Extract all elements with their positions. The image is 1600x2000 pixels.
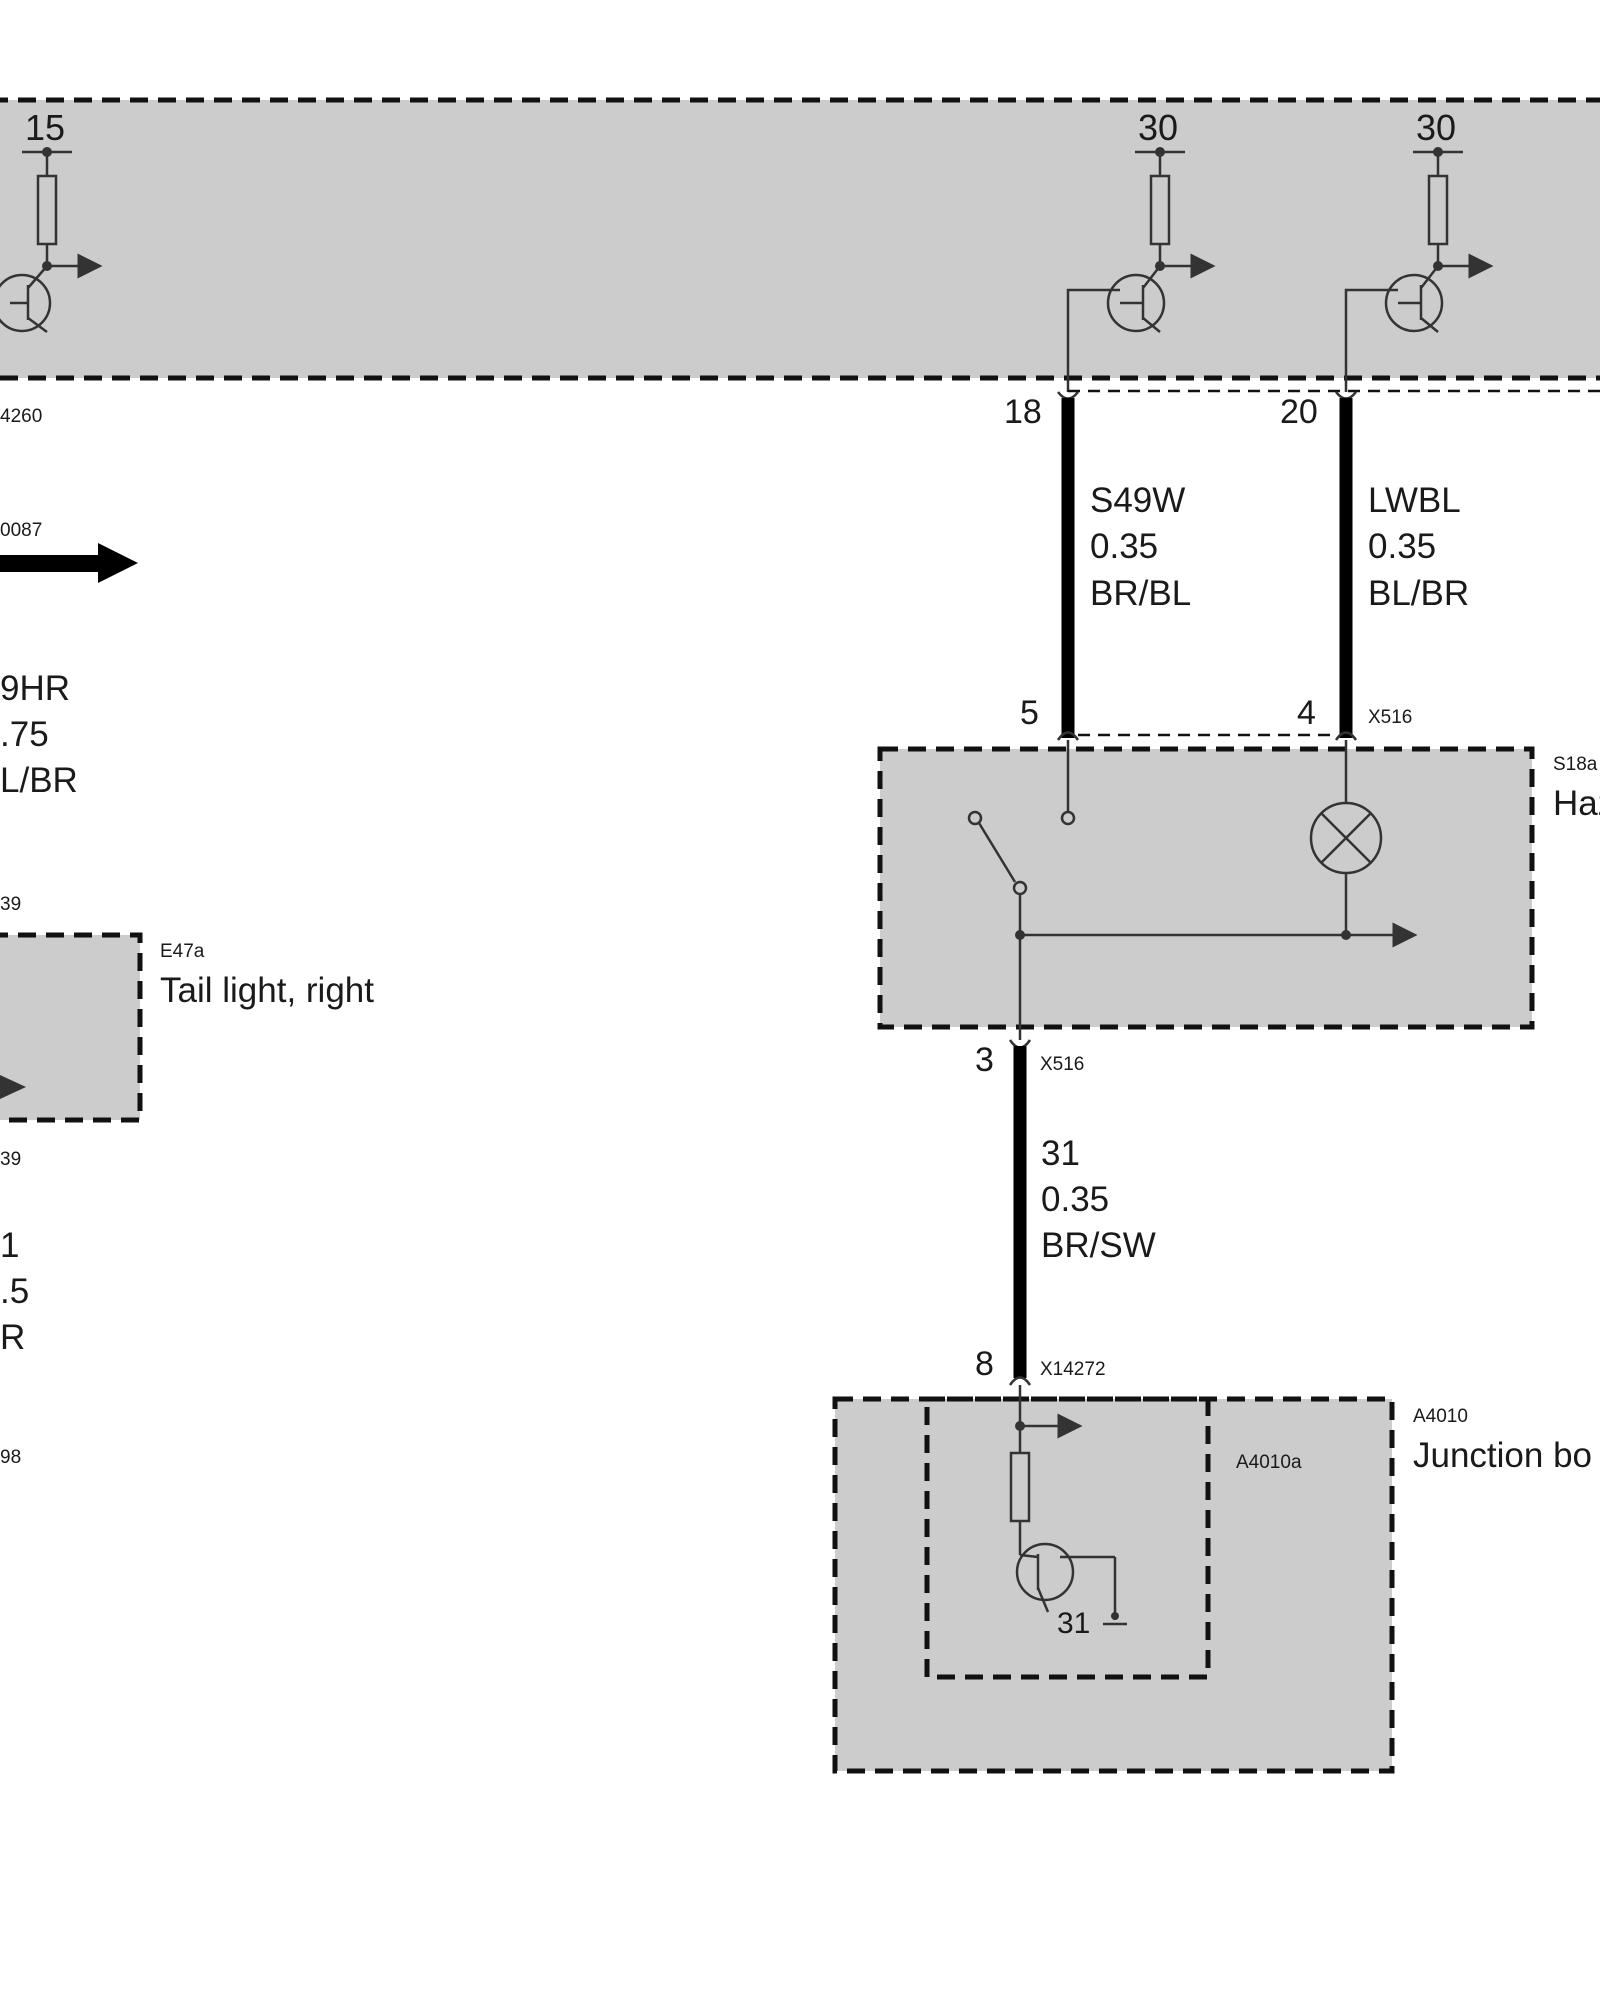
wire-s49w-color: BR/BL [1090,574,1191,613]
wire-s49w-code: S49W [1090,481,1185,520]
wire-lwbl-gauge: 0.35 [1368,527,1436,566]
pin-20: 20 [1280,393,1318,431]
module-id-fragment: 4260 [0,406,42,427]
pin-18: 18 [1004,393,1042,431]
supply-label-15: 15 [25,107,65,148]
junction-box: 31 A4010a A4010 Junction bo [832,1385,1592,1774]
supply-label-30b: 30 [1416,107,1456,148]
wire-lwbl-color: BL/BR [1368,574,1469,613]
left-wire2-gauge: .5 [0,1272,29,1311]
wire-31-gauge: 0.35 [1041,1180,1109,1219]
connector-x516-top: X516 [1368,707,1412,728]
wire-s49w-gauge: 0.35 [1090,527,1158,566]
wire-lwbl-code: LWBL [1368,481,1461,520]
supply-label-30a: 30 [1138,107,1178,148]
wire-31-color: BR/SW [1041,1226,1156,1265]
pin-3: 3 [975,1041,994,1079]
junction-inner-id: A4010a [1236,1452,1302,1473]
left-wire-code: 9HR [0,669,70,708]
left-ref-upper: 39 [0,894,21,915]
hazard-switch-id: S18a [1553,754,1598,775]
top-control-module: 15 30 [0,97,1600,392]
connector-x516-bottom: X516 [1040,1054,1084,1075]
wire-31: 3 X516 31 0.35 BR/SW 8 X14272 [975,1039,1156,1386]
connector-x14272: X14272 [1040,1359,1106,1380]
wire-31-code: 31 [1041,1134,1080,1173]
tail-light-label: Tail light, right [160,971,374,1010]
left-wire-label-fragment-2: 1 .5 R [0,1226,29,1357]
pin-4: 4 [1297,694,1316,732]
supply-15-driver: 15 [0,107,103,334]
arrow-ref-fragment: 0087 [0,520,42,541]
tail-light-right: E47a Tail light, right [0,932,374,1123]
continuation-arrow [0,543,138,583]
left-wire2-color: R [0,1318,25,1357]
pin-5: 5 [1020,694,1039,732]
supply-30-driver-a: 30 [1066,107,1216,392]
left-wire-color: L/BR [0,761,78,800]
hazard-switch-label: Haz [1553,784,1600,823]
wire-s49w: 18 5 S49W 0.35 BR/BL [1004,391,1191,741]
supply-30-driver-b: 30 [1344,107,1494,392]
junction-box-id: A4010 [1413,1406,1468,1427]
left-wire-gauge: .75 [0,715,49,754]
left-wire2-code: 1 [0,1226,19,1265]
left-ref-lower: 39 [0,1149,21,1170]
ground-label: 31 [1057,1607,1090,1640]
left-ref-bottom: 98 [0,1447,21,1468]
left-wire-label-fragment: 9HR .75 L/BR [0,669,78,800]
tail-light-id: E47a [160,941,205,962]
junction-box-label: Junction bo [1413,1436,1592,1475]
hazard-switch: S18a Haz [877,740,1600,1040]
pin-8: 8 [975,1345,994,1383]
wire-lwbl: 20 4 LWBL 0.35 BL/BR [1280,391,1469,741]
